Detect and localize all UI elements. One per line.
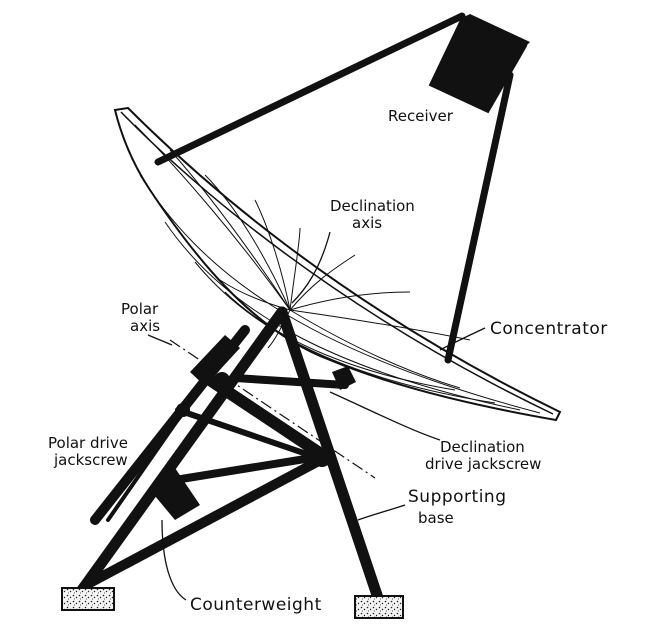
receiver-strut [154, 12, 466, 166]
jackscrew-collar [176, 403, 190, 417]
leader-counterweight [161, 519, 187, 601]
dish-gore [254, 199, 291, 311]
leader-supporting-base [357, 504, 406, 521]
dish-ring [224, 291, 456, 391]
dish-ring [139, 174, 541, 414]
label-declination-drive: Declination [440, 438, 525, 456]
label-supporting-base: Supporting [408, 487, 507, 507]
receiver-assembly [154, 12, 530, 364]
leader-declination-drive [329, 391, 441, 441]
label-supporting-base: base [418, 509, 454, 527]
counterweight-block [150, 468, 200, 520]
leader-declination-axis [291, 231, 331, 304]
dish-gore [204, 174, 291, 311]
base-brace [81, 450, 335, 590]
label-polar-drive: Polar drive [48, 434, 128, 452]
label-declination-axis: axis [352, 214, 382, 232]
dish-gore [169, 149, 291, 311]
dish-gore [289, 309, 461, 389]
dish-ring [194, 261, 496, 404]
declination-jackscrew-motor [332, 366, 356, 390]
label-counterweight: Counterweight [190, 595, 322, 615]
label-receiver: Receiver [388, 107, 454, 125]
label-polar-drive: jackscrew [53, 451, 128, 469]
base-brace [204, 374, 336, 466]
declination-jackscrew [231, 374, 349, 389]
label-polar-axis: axis [130, 317, 160, 335]
base-leg [76, 306, 288, 596]
leader-concentrator [439, 327, 486, 351]
dish-gore [289, 254, 356, 311]
dish-rim [120, 111, 554, 415]
frame-joint [313, 449, 331, 467]
base-brace [175, 407, 333, 465]
mount-structure [61, 306, 404, 619]
footing-right [354, 595, 404, 619]
concentrator-dish [113, 106, 562, 422]
receiver-box [428, 16, 528, 114]
polar-bearing [190, 335, 240, 386]
dish-gore [289, 227, 301, 311]
labels: Receiver Declination axis Polar axis Con… [48, 107, 608, 615]
base-brace [171, 451, 334, 484]
dish-gore [289, 291, 411, 311]
footing-left [61, 587, 115, 611]
dish-gore [134, 124, 291, 311]
receiver-strut [444, 71, 514, 364]
label-concentrator: Concentrator [490, 319, 608, 339]
label-polar-axis: Polar [121, 300, 159, 318]
label-declination-axis: Declination [330, 197, 415, 215]
receiver-box-edge [462, 14, 530, 46]
frame-joint [214, 372, 230, 388]
leader-lines [147, 231, 486, 601]
polar-axis-line [169, 339, 376, 479]
leader-polar-axis [147, 334, 173, 346]
label-declination-drive: drive jackscrew [425, 455, 541, 473]
